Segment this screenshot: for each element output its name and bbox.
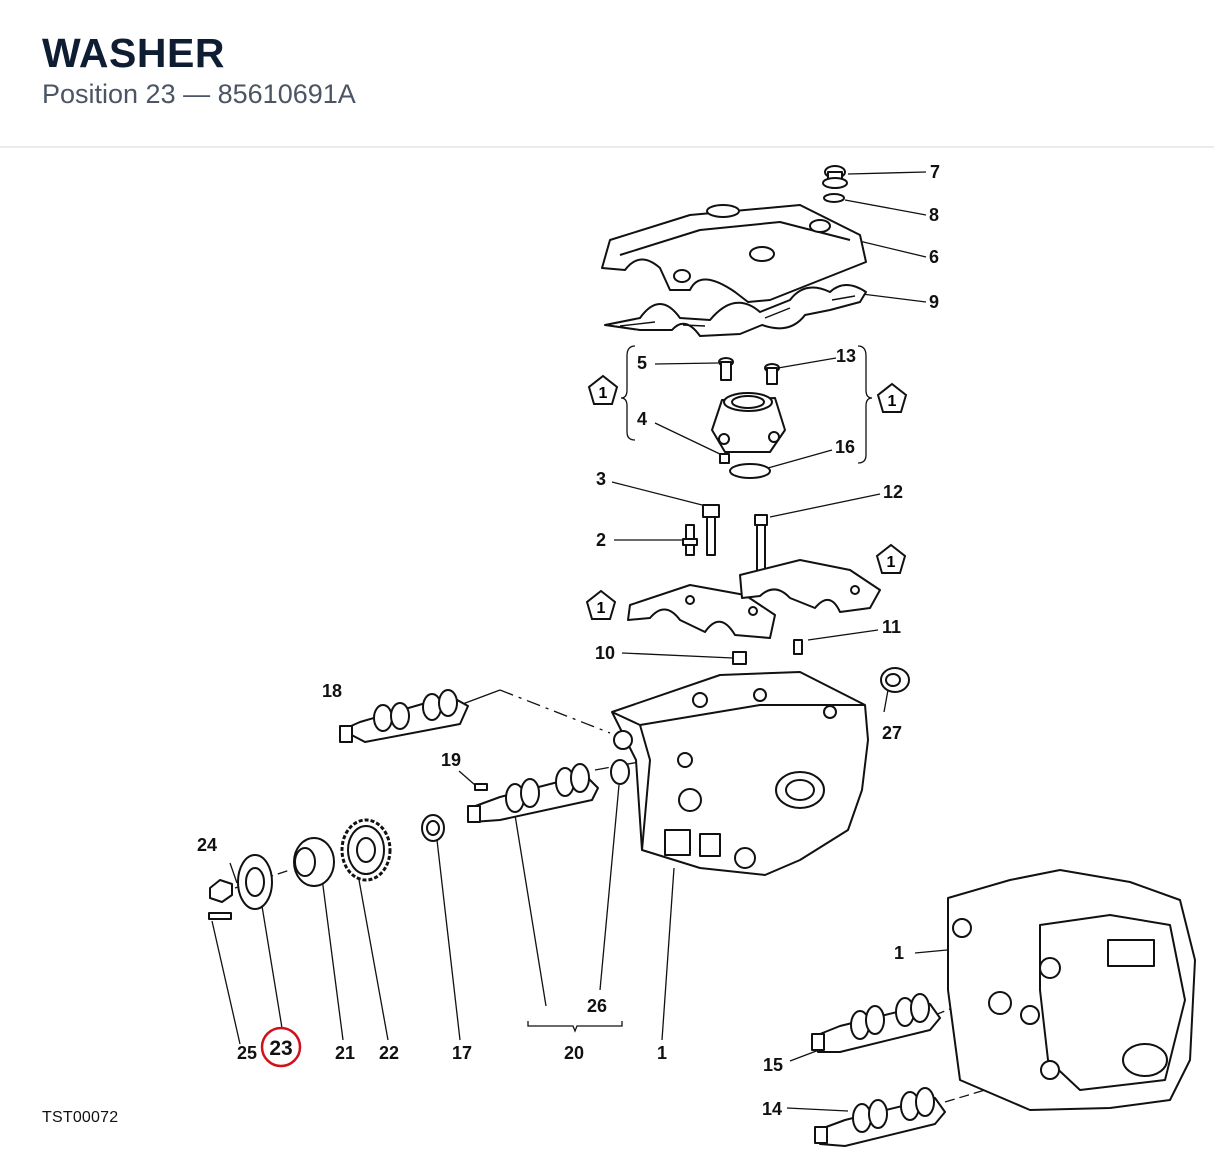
part-21-hub [293,837,335,887]
callout-16[interactable]: 16 [835,437,855,457]
callout-5[interactable]: 5 [637,353,647,373]
part-19-key [474,783,488,791]
position-label: Position 23 [42,79,176,109]
callout-23-highlight[interactable]: 23 [260,1026,302,1068]
callout-10[interactable]: 10 [595,643,615,663]
callout-4[interactable]: 4 [637,409,647,429]
callout-24[interactable]: 24 [197,835,217,855]
callout-1[interactable]: 1 [657,1043,667,1063]
highlight-ring [260,1026,302,1068]
part-title: WASHER [42,30,225,76]
callout-12[interactable]: 12 [883,482,903,502]
part-20-camshaft [467,763,599,823]
part-7-bolt [822,165,848,189]
svg-text:1: 1 [599,385,608,402]
part-8-washer [823,193,845,203]
callout-2[interactable]: 2 [596,530,606,550]
callout-27[interactable]: 27 [882,723,902,743]
callout-13[interactable]: 13 [836,346,856,366]
callout-9[interactable]: 9 [929,292,939,312]
callout-18[interactable]: 18 [322,681,342,701]
callout-20[interactable]: 20 [564,1043,584,1063]
part-9-gasket [604,284,867,337]
part-3-bolt [702,504,720,556]
part-drawings [208,165,1196,1147]
part-16-oring [729,463,771,479]
svg-text:1: 1 [597,600,606,617]
callout-3[interactable]: 3 [596,469,606,489]
callout-15[interactable]: 15 [763,1055,783,1075]
note-symbols: 1 1 1 1 [586,375,907,620]
callout-7[interactable]: 7 [930,162,940,182]
part-22-pulley [340,818,392,882]
part-1-head-assembled [947,869,1196,1111]
part-cam-caps [627,559,881,639]
callout-8[interactable]: 8 [929,205,939,225]
note-symbol-icon: 1 [876,544,906,574]
part-26-ring [610,759,630,785]
part-subtitle: Position 23 — 85610691A [42,79,356,110]
part-10-dowel [732,651,747,665]
drawing-code: TST00072 [42,1109,119,1126]
part-11-pin [793,639,803,655]
part-4-sleeve [719,453,730,464]
callout-22[interactable]: 22 [379,1043,399,1063]
part-13-screw [764,363,780,385]
callout-1[interactable]: 1 [894,943,904,963]
part-23-washer [237,854,273,910]
diagram-drawing: 1 1 1 1 7 8 6 9 5 13 4 16 3 [197,162,1196,1147]
note-symbol-icon: 1 [877,383,907,413]
part-number: 85610691A [217,79,356,109]
part-27-seal [880,667,910,693]
note-symbol-icon: 1 [586,590,616,620]
part-15-camshaft [811,993,941,1053]
part-flange [711,392,786,453]
callout-26[interactable]: 26 [587,996,607,1016]
callout-25[interactable]: 25 [237,1043,257,1063]
part-6-cam-cover [601,204,867,303]
part-1-cylinder-head [611,671,869,876]
leader-lines [211,171,986,1112]
separator: — [183,79,211,109]
callout-17[interactable]: 17 [452,1043,472,1063]
part-5-screw [718,357,734,381]
callout-6[interactable]: 6 [929,247,939,267]
note-symbol-icon: 1 [588,375,618,405]
part-14-camshaft [814,1087,946,1147]
part-17-seal [421,814,445,842]
callout-14[interactable]: 14 [762,1099,782,1119]
part-2-stud [682,524,698,556]
exploded-parts-diagram: 1 1 1 1 7 8 6 9 5 13 4 16 3 [0,150,1214,1159]
part-18-camshaft [339,689,469,743]
callout-23[interactable]: 23 [269,1037,292,1060]
svg-text:1: 1 [888,393,897,410]
part-25-screw [208,912,232,920]
callout-19[interactable]: 19 [441,750,461,770]
part-24-nut [209,879,233,903]
callout-21[interactable]: 21 [335,1043,355,1063]
page-header: WASHER Position 23 — 85610691A [0,0,1214,148]
svg-text:1: 1 [887,554,896,571]
callout-11[interactable]: 11 [882,617,901,637]
